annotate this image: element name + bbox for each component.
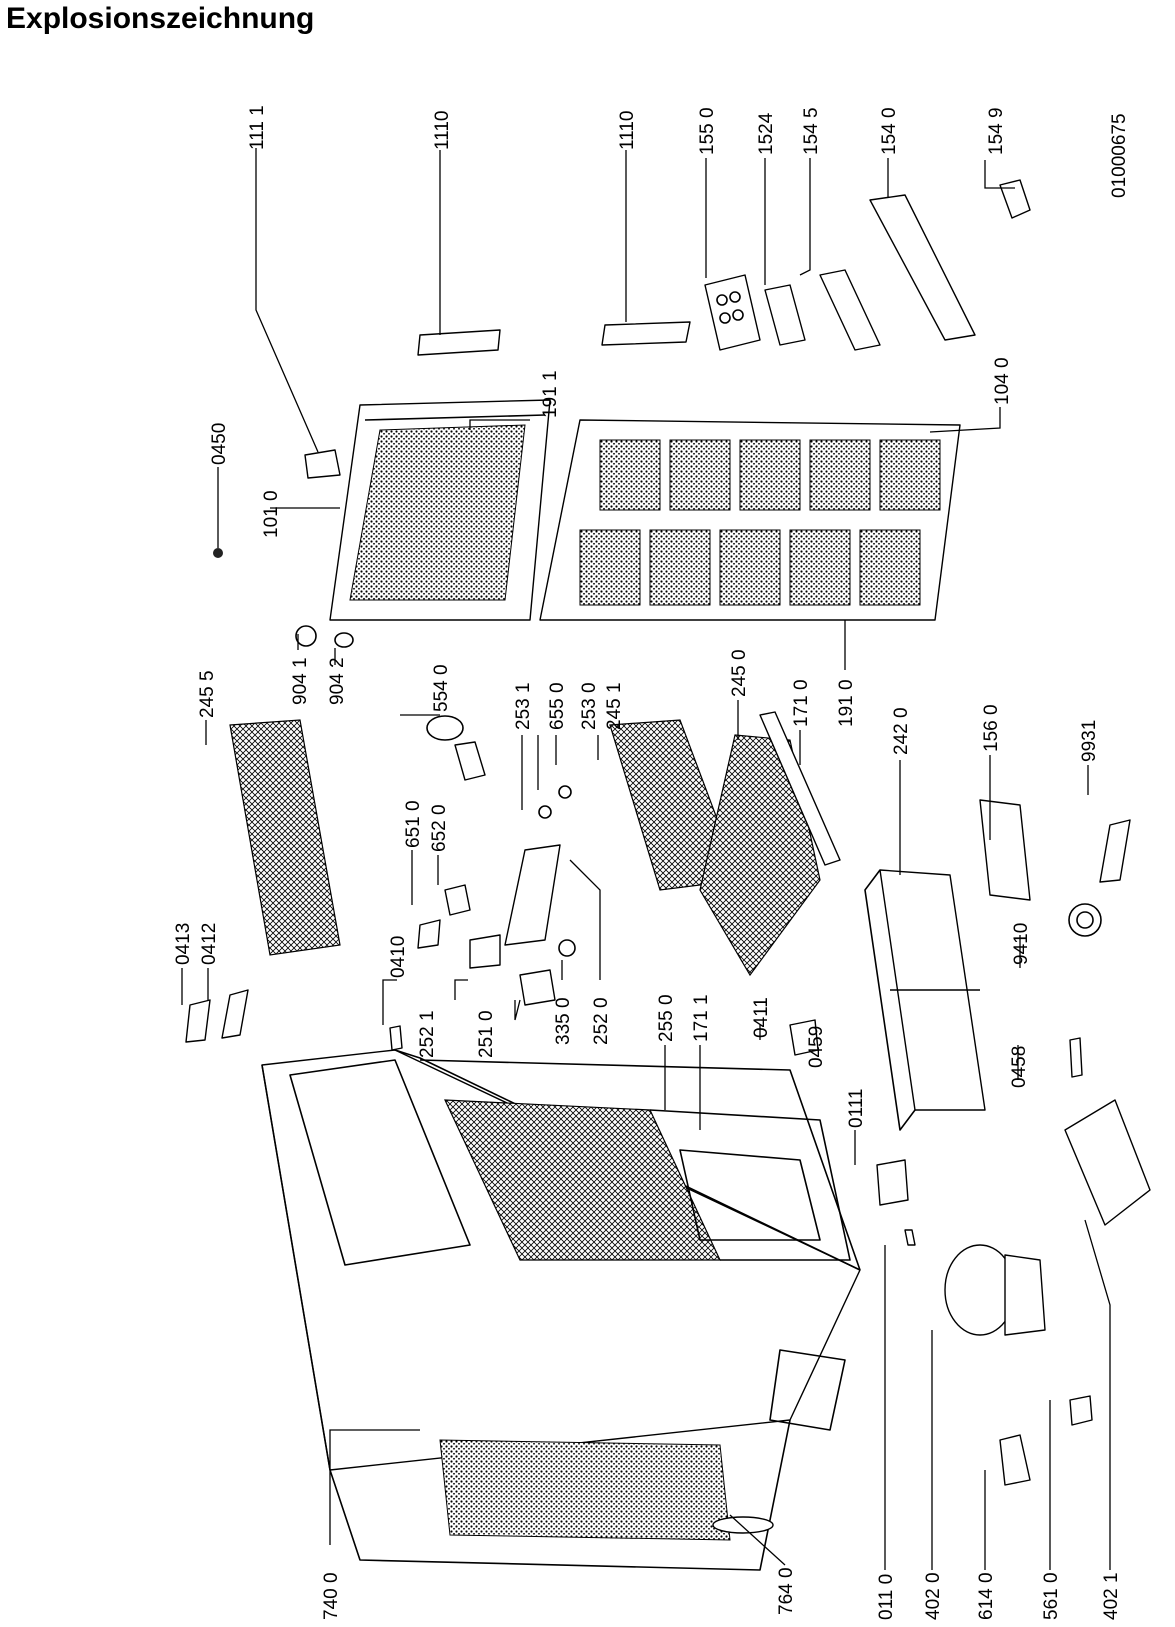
label-9410: 9410 [1011,923,1032,965]
label-1540: 154 0 [879,107,900,155]
label-1710: 171 0 [791,679,812,727]
label-1549: 154 9 [986,107,1007,155]
label-7400: 740 0 [321,1572,342,1620]
page-title: Explosionszeichnung [6,2,315,35]
control-parts [185,548,909,1206]
wire-shelves [229,711,841,977]
label-1560: 156 0 [981,704,1002,752]
label-9041: 904 1 [290,657,311,705]
label-2531: 253 1 [513,682,534,730]
part-labels: 111 1 1110 1110 155 0 1524 154 5 154 0 1… [173,105,1130,1620]
label-1545: 154 5 [801,107,822,155]
label-1010: 101 0 [261,490,282,538]
label-5540: 554 0 [431,664,452,712]
label-2420: 242 0 [891,707,912,755]
compressor-assembly [712,819,1151,1534]
label-2455: 245 5 [197,670,218,718]
cabinet-housing [261,1049,861,1571]
label-6510: 651 0 [403,800,424,848]
label-5610: 561 0 [1041,1572,1062,1620]
label-0458: 0458 [1009,1046,1030,1088]
label-2521: 252 1 [417,1010,438,1058]
upper-door [329,399,551,621]
label-1910: 191 0 [836,679,857,727]
leader-lines [181,148,1111,1570]
label-2550: 255 0 [656,994,677,1042]
label-7640: 764 0 [776,1567,797,1615]
label-0412: 0412 [199,923,220,965]
label-1711: 171 1 [691,994,712,1042]
label-1110b: 1110 [617,111,638,150]
label-0459: 0459 [806,1026,827,1068]
door-accessories [704,179,1031,351]
label-2510: 251 0 [476,1010,497,1058]
label-2450: 245 0 [729,649,750,697]
label-4020: 402 0 [923,1572,944,1620]
label-0110: 011 0 [876,1574,897,1620]
label-1111: 111 1 [247,105,268,150]
door-trim-parts [304,321,691,479]
crisper-drawers [864,799,1031,1131]
label-1550: 155 0 [697,107,718,155]
label-1110a: 1110 [432,111,453,150]
label-4021: 402 1 [1101,1572,1122,1620]
label-0411: 0411 [751,997,772,1038]
label-0111: 0111 [846,1089,867,1128]
label-0450: 0450 [209,423,230,465]
label-6140: 614 0 [976,1572,997,1620]
drawing-number: 01000675 [1109,113,1130,198]
lower-door [539,419,961,621]
label-6520: 652 0 [429,804,450,852]
label-9042: 904 2 [327,657,348,705]
label-1524: 1524 [756,112,777,155]
label-0413: 0413 [173,923,194,965]
label-1911: 191 1 [540,370,561,418]
label-3350: 335 0 [553,997,574,1045]
label-9931: 9931 [1079,720,1100,762]
label-1040: 104 0 [992,357,1013,405]
label-0410: 0410 [388,936,409,978]
label-2451: 245 1 [604,682,625,730]
label-2520: 252 0 [591,997,612,1045]
label-2530: 253 0 [579,682,600,730]
label-6550: 655 0 [547,682,568,730]
